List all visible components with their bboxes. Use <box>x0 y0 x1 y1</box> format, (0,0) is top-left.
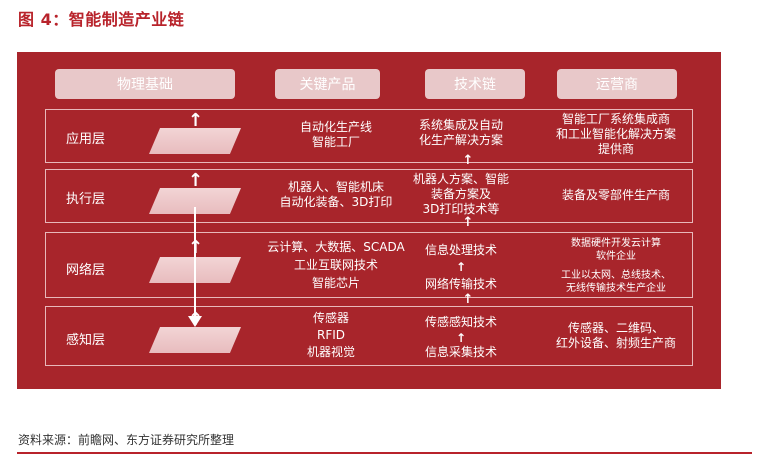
layer-slab <box>149 327 241 353</box>
layer-tech-top: 传感感知技术 <box>424 315 497 329</box>
bottom-rule <box>17 452 752 454</box>
layer-operators: 传感器、二维码、红外设备、射频生产商 <box>555 321 676 350</box>
layer-products: 自动化生产线智能工厂 <box>299 120 372 149</box>
diagram-panel: 物理基础 关键产品 技术链 运营商 应用层 ↑ 自动化生产线智能工厂 系统集成及… <box>17 52 721 389</box>
layer-label: 执行层 <box>66 192 106 207</box>
layer-operators-bottom: 工业以太网、总线技术、无线传输技术生产企业 <box>561 270 671 294</box>
layer-label: 应用层 <box>66 132 106 147</box>
layer-tech-bottom: 信息采集技术 <box>424 345 497 359</box>
layer-slab <box>149 128 241 154</box>
layer-tech-top: 信息处理技术 <box>424 243 497 257</box>
column-header-tech: 技术链 <box>425 69 525 99</box>
layer-products: 机器人、智能机床自动化装备、3D打印 <box>279 180 393 209</box>
column-header-operators: 运营商 <box>557 69 677 99</box>
layer-operators-top: 数据硬件开发云计算软件企业 <box>571 238 661 262</box>
layer-operators: 智能工厂系统集成商和工业智能化解决方案提供商 <box>555 112 676 156</box>
up-arrow-icon: ↑ <box>188 110 204 131</box>
column-header-products: 关键产品 <box>275 69 380 99</box>
layer-tech-bottom: 网络传输技术 <box>424 277 497 291</box>
column-header-physical: 物理基础 <box>55 69 235 99</box>
down-arrow-shaft <box>194 207 196 319</box>
layer-application: 应用层 ↑ 自动化生产线智能工厂 系统集成及自动化生产解决方案 智能工厂系统集成… <box>45 109 693 163</box>
up-arrow-icon: ↑ <box>462 292 474 307</box>
figure-title: 图 4：智能制造产业链 <box>18 10 185 29</box>
down-arrow-icon <box>188 316 202 327</box>
layer-label: 感知层 <box>66 333 106 348</box>
up-arrow-icon: ↑ <box>188 170 204 191</box>
up-arrow-icon: ↑ <box>462 153 474 168</box>
up-arrow-icon: ↑ <box>462 215 474 230</box>
layer-tech: 系统集成及自动化生产解决方案 <box>418 118 503 147</box>
layer-operators: 装备及零部件生产商 <box>561 188 670 202</box>
layer-label: 网络层 <box>66 263 106 278</box>
up-arrow-icon: ↑ <box>455 260 467 274</box>
source-note: 资料来源：前瞻网、东方证券研究所整理 <box>18 433 235 447</box>
up-arrow-icon: ↑ <box>455 331 467 345</box>
